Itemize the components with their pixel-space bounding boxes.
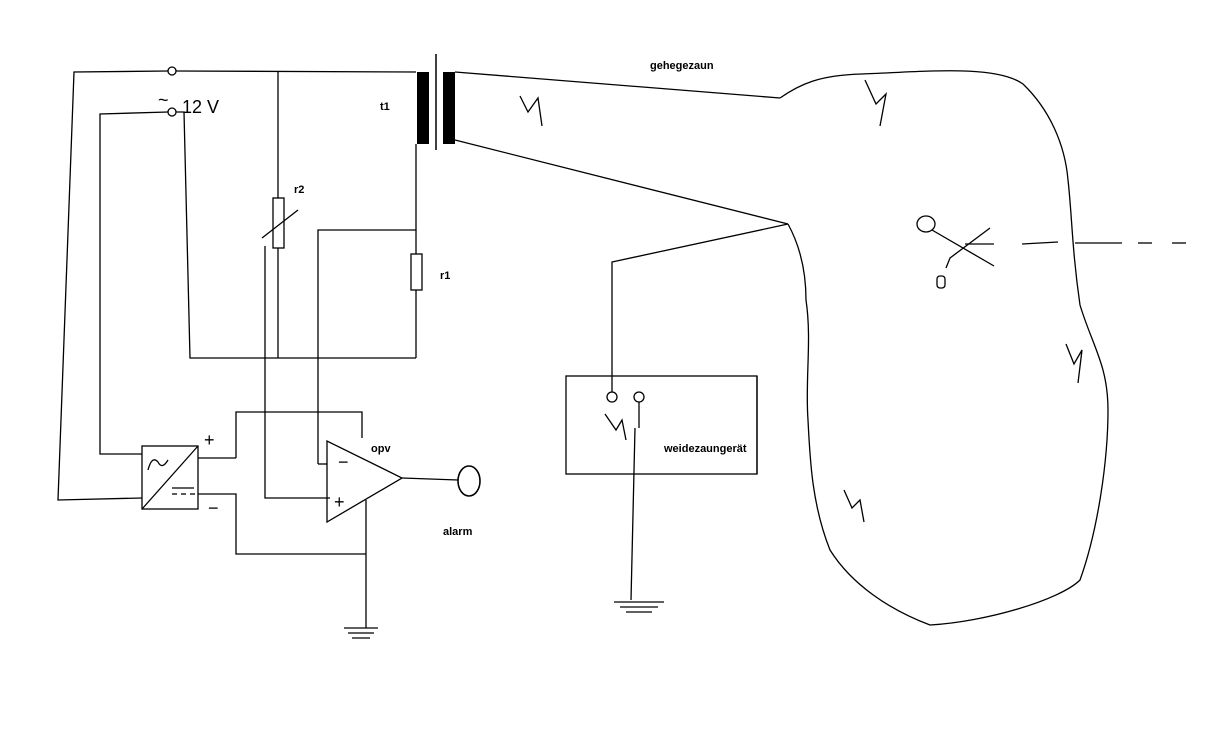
- left-supply-wiring: ~ 12 V: [57, 66, 417, 501]
- opamp-opv: − + opv: [235, 411, 459, 628]
- opamp-plus-input: +: [334, 492, 345, 512]
- resistor-r1-label: r1: [440, 270, 450, 282]
- shock-icon: [519, 95, 543, 127]
- enclosure-fence: gehegezaun: [454, 60, 1109, 626]
- alarm-label: alarm: [443, 526, 473, 538]
- voltage-label: 12 V: [182, 97, 219, 117]
- animal-figure: [916, 215, 995, 289]
- converter-box: [141, 445, 199, 510]
- ground-symbol-right: [614, 601, 664, 613]
- potentiometer-r2-label: r2: [294, 184, 304, 196]
- energizer-label: weidezaungerät: [663, 443, 747, 455]
- animal-foot: [936, 275, 946, 289]
- opamp-triangle: [326, 439, 404, 524]
- ac-symbol-label: ~: [158, 90, 169, 110]
- animal-head: [916, 215, 936, 233]
- fence-label: gehegezaun: [650, 60, 714, 72]
- supply-minus-label: −: [208, 498, 219, 518]
- shock-icon: [1065, 343, 1083, 384]
- resistor-r1: r1: [410, 230, 450, 358]
- fence-energizer: weidezaungerät: [565, 223, 789, 601]
- resistor-r1-body: [410, 253, 423, 291]
- ac-input-terminal-bottom: [167, 107, 177, 117]
- potentiometer-r2: r2: [261, 72, 304, 358]
- potentiometer-arrow: [261, 209, 299, 239]
- ground-symbol-left: [344, 627, 378, 639]
- energizer-ground-terminal: [633, 391, 645, 403]
- opamp-minus-input: −: [338, 452, 349, 472]
- transformer-t1: t1: [380, 54, 455, 150]
- energizer-output-terminal: [606, 391, 618, 403]
- dashed-barrier-line: [1021, 241, 1186, 245]
- supply-plus-label: +: [204, 430, 215, 450]
- alarm-buzzer: [457, 465, 481, 497]
- ac-input-terminal-top: [167, 66, 177, 76]
- shock-icon: [604, 413, 627, 441]
- transformer-primary-coil: [417, 72, 429, 144]
- transformer-secondary-coil: [443, 72, 455, 144]
- shock-icon: [843, 489, 865, 523]
- potentiometer-r2-body: [272, 197, 285, 249]
- transformer-label: t1: [380, 101, 390, 113]
- alarm-output: alarm: [443, 465, 481, 538]
- shock-icon: [864, 79, 888, 127]
- opamp-label: opv: [371, 443, 391, 455]
- power-supply-converter: + −: [141, 430, 366, 555]
- energizer-box: [565, 375, 758, 475]
